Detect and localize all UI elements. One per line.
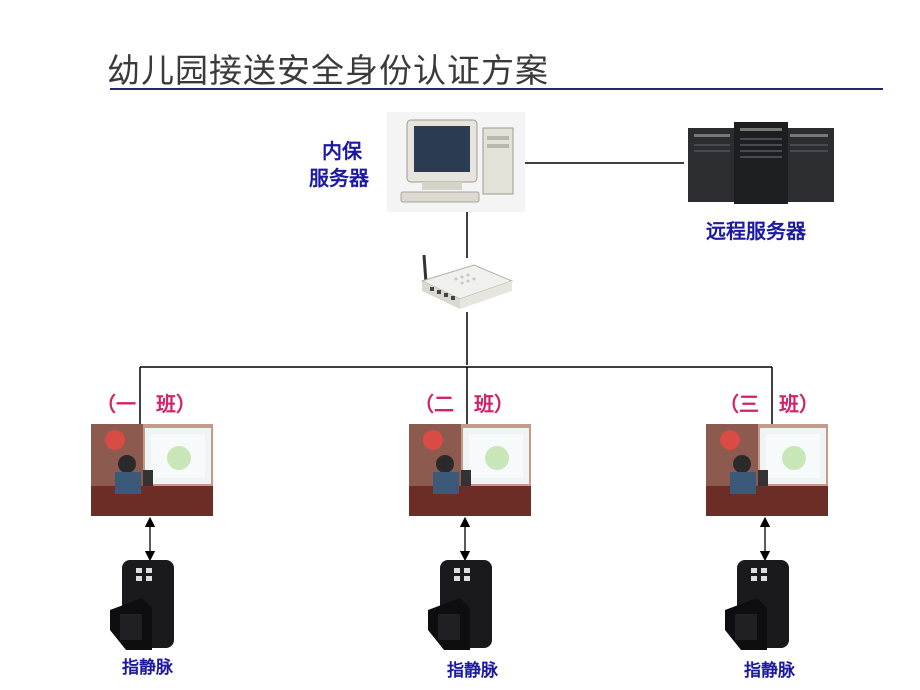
local-server-computer-icon — [387, 112, 525, 212]
finger-vein-scanner-icon — [721, 558, 793, 654]
finger-vein-scanner-icon — [106, 558, 178, 654]
classroom-photo-3 — [706, 424, 828, 516]
class-3-label: （三 班） — [719, 392, 819, 416]
local-server-label-line1: 内保 — [322, 139, 362, 163]
device-2-label: 指静脉 — [447, 661, 498, 681]
class-1-label: （一 班） — [96, 392, 196, 416]
page-title: 幼儿园接送安全身份认证方案 — [107, 51, 549, 90]
remote-server-icon — [684, 122, 837, 204]
class-2-label: （二 班） — [414, 392, 514, 416]
title-underline — [110, 88, 883, 90]
classroom-photo-1 — [91, 424, 213, 516]
classroom-photo-2 — [409, 424, 531, 516]
device-1-label: 指静脉 — [122, 658, 173, 678]
local-server-label-line2: 服务器 — [309, 166, 369, 190]
router-icon — [416, 253, 514, 315]
finger-vein-scanner-icon — [424, 558, 496, 654]
remote-server-label: 远程服务器 — [706, 219, 806, 243]
device-3-label: 指静脉 — [744, 661, 795, 681]
